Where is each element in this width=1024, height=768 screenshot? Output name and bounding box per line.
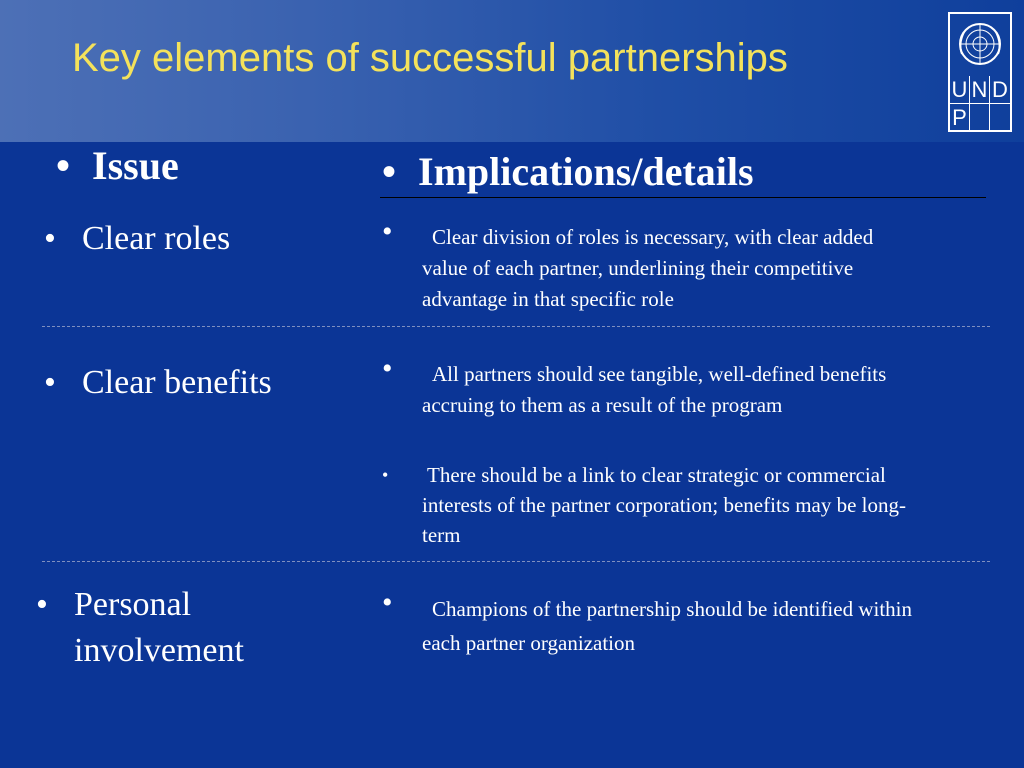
column-header-details: • Implications/details [382,148,754,195]
logo-letter: U [950,76,970,104]
bullet: • [36,586,48,623]
logo-letter: P [950,104,970,132]
header-divider [380,197,986,198]
bullet: • [382,352,393,385]
detail-text: Champions of the partnership should be i… [422,597,913,655]
detail-text: All partners should see tangible, well-d… [422,362,887,417]
detail-text: Clear division of roles is necessary, wi… [422,225,874,311]
detail-text: There should be a link to clear strategi… [422,463,907,547]
bullet: • [382,465,389,485]
column-header-issue-text: Issue [92,143,179,188]
issue-text: Clear roles [82,220,231,257]
bullet: • [44,364,56,401]
bullet: • [382,149,397,194]
bullet: • [382,586,393,619]
issue-text-line-2: involvement [74,632,244,669]
column-header-issue: • Issue [56,142,179,189]
logo-cell [990,104,1010,132]
un-emblem-icon [959,23,1001,65]
title-bar: Key elements of successful partnerships … [0,0,1024,142]
logo-cell [970,104,990,132]
detail-clear-benefits-2: • There should be a link to clear strate… [382,460,922,550]
detail-personal-involvement-1: • Champions of the partnership should be… [382,586,922,660]
row-divider [42,326,990,327]
detail-clear-roles-1: • Clear division of roles is necessary, … [382,216,922,315]
logo-letters: U N D P [950,76,1010,132]
issue-text: Clear benefits [82,364,272,401]
row-divider [42,561,990,562]
bullet: • [44,220,56,257]
detail-clear-benefits-1: • All partners should see tangible, well… [382,353,922,421]
slide-title: Key elements of successful partnerships [72,36,788,80]
logo-letter: N [970,76,990,104]
bullet: • [382,215,393,248]
undp-logo: U N D P [948,12,1012,132]
column-header-details-text: Implications/details [418,149,754,194]
logo-letter: D [990,76,1010,104]
issue-text-line-1: Personal [74,586,192,623]
bullet: • [56,143,71,188]
